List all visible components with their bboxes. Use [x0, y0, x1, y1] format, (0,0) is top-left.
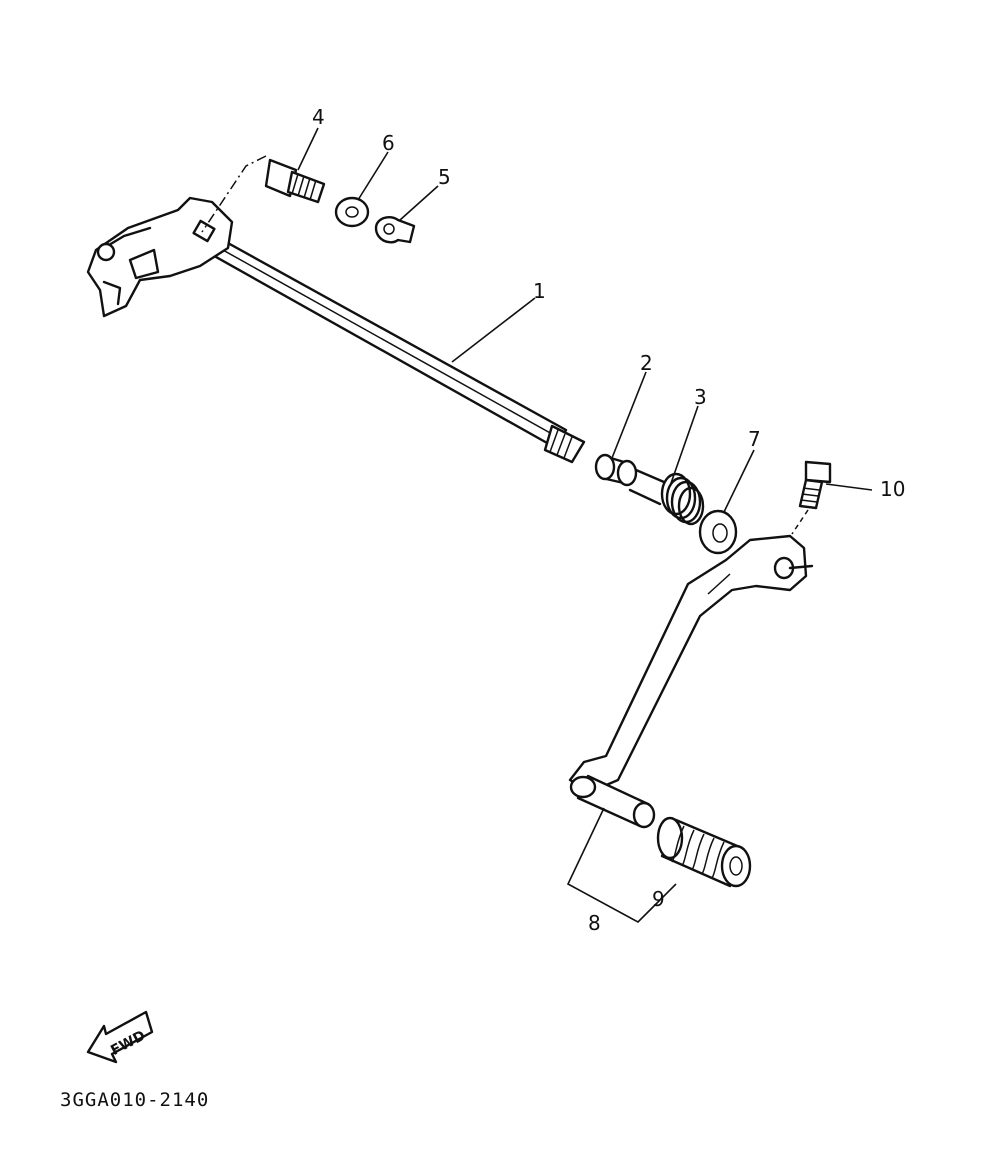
part-collar-2 — [594, 453, 638, 487]
part-footpeg-rubber-9 — [656, 816, 752, 888]
part-bolt-10 — [791, 460, 832, 535]
part-lock-washer-5 — [374, 216, 416, 244]
shift-arm-stud — [192, 219, 216, 243]
callout-9: 9 — [652, 887, 665, 911]
part-shift-pedal-8 — [568, 534, 814, 829]
callout-labels: 1 2 3 4 5 6 7 8 9 10 — [312, 105, 905, 935]
callout-2: 2 — [640, 351, 653, 375]
callout-1: 1 — [533, 279, 546, 303]
forward-direction-arrow: FWD — [86, 1010, 154, 1064]
shift-arm-pivot — [96, 242, 116, 262]
callout-6: 6 — [382, 131, 395, 155]
callout-10: 10 — [880, 477, 905, 501]
part-spring-3 — [628, 468, 705, 526]
part-washer-7 — [698, 509, 738, 555]
callout-7: 7 — [748, 427, 761, 451]
part-bolt-4 — [201, 155, 326, 233]
pedal-footpeg-pin — [632, 801, 656, 829]
callout-3: 3 — [694, 385, 707, 409]
callout-8: 8 — [588, 911, 601, 935]
drawing-code: 3GGA010-2140 — [60, 1089, 209, 1111]
callout-5: 5 — [438, 165, 451, 189]
shaft-spline-end — [543, 424, 586, 464]
shift-shaft-assembly — [86, 196, 586, 464]
callout-4: 4 — [312, 105, 325, 129]
shift-arm-pawl — [128, 248, 160, 280]
callout-leaders — [297, 127, 873, 923]
part-washer-6 — [334, 196, 370, 228]
